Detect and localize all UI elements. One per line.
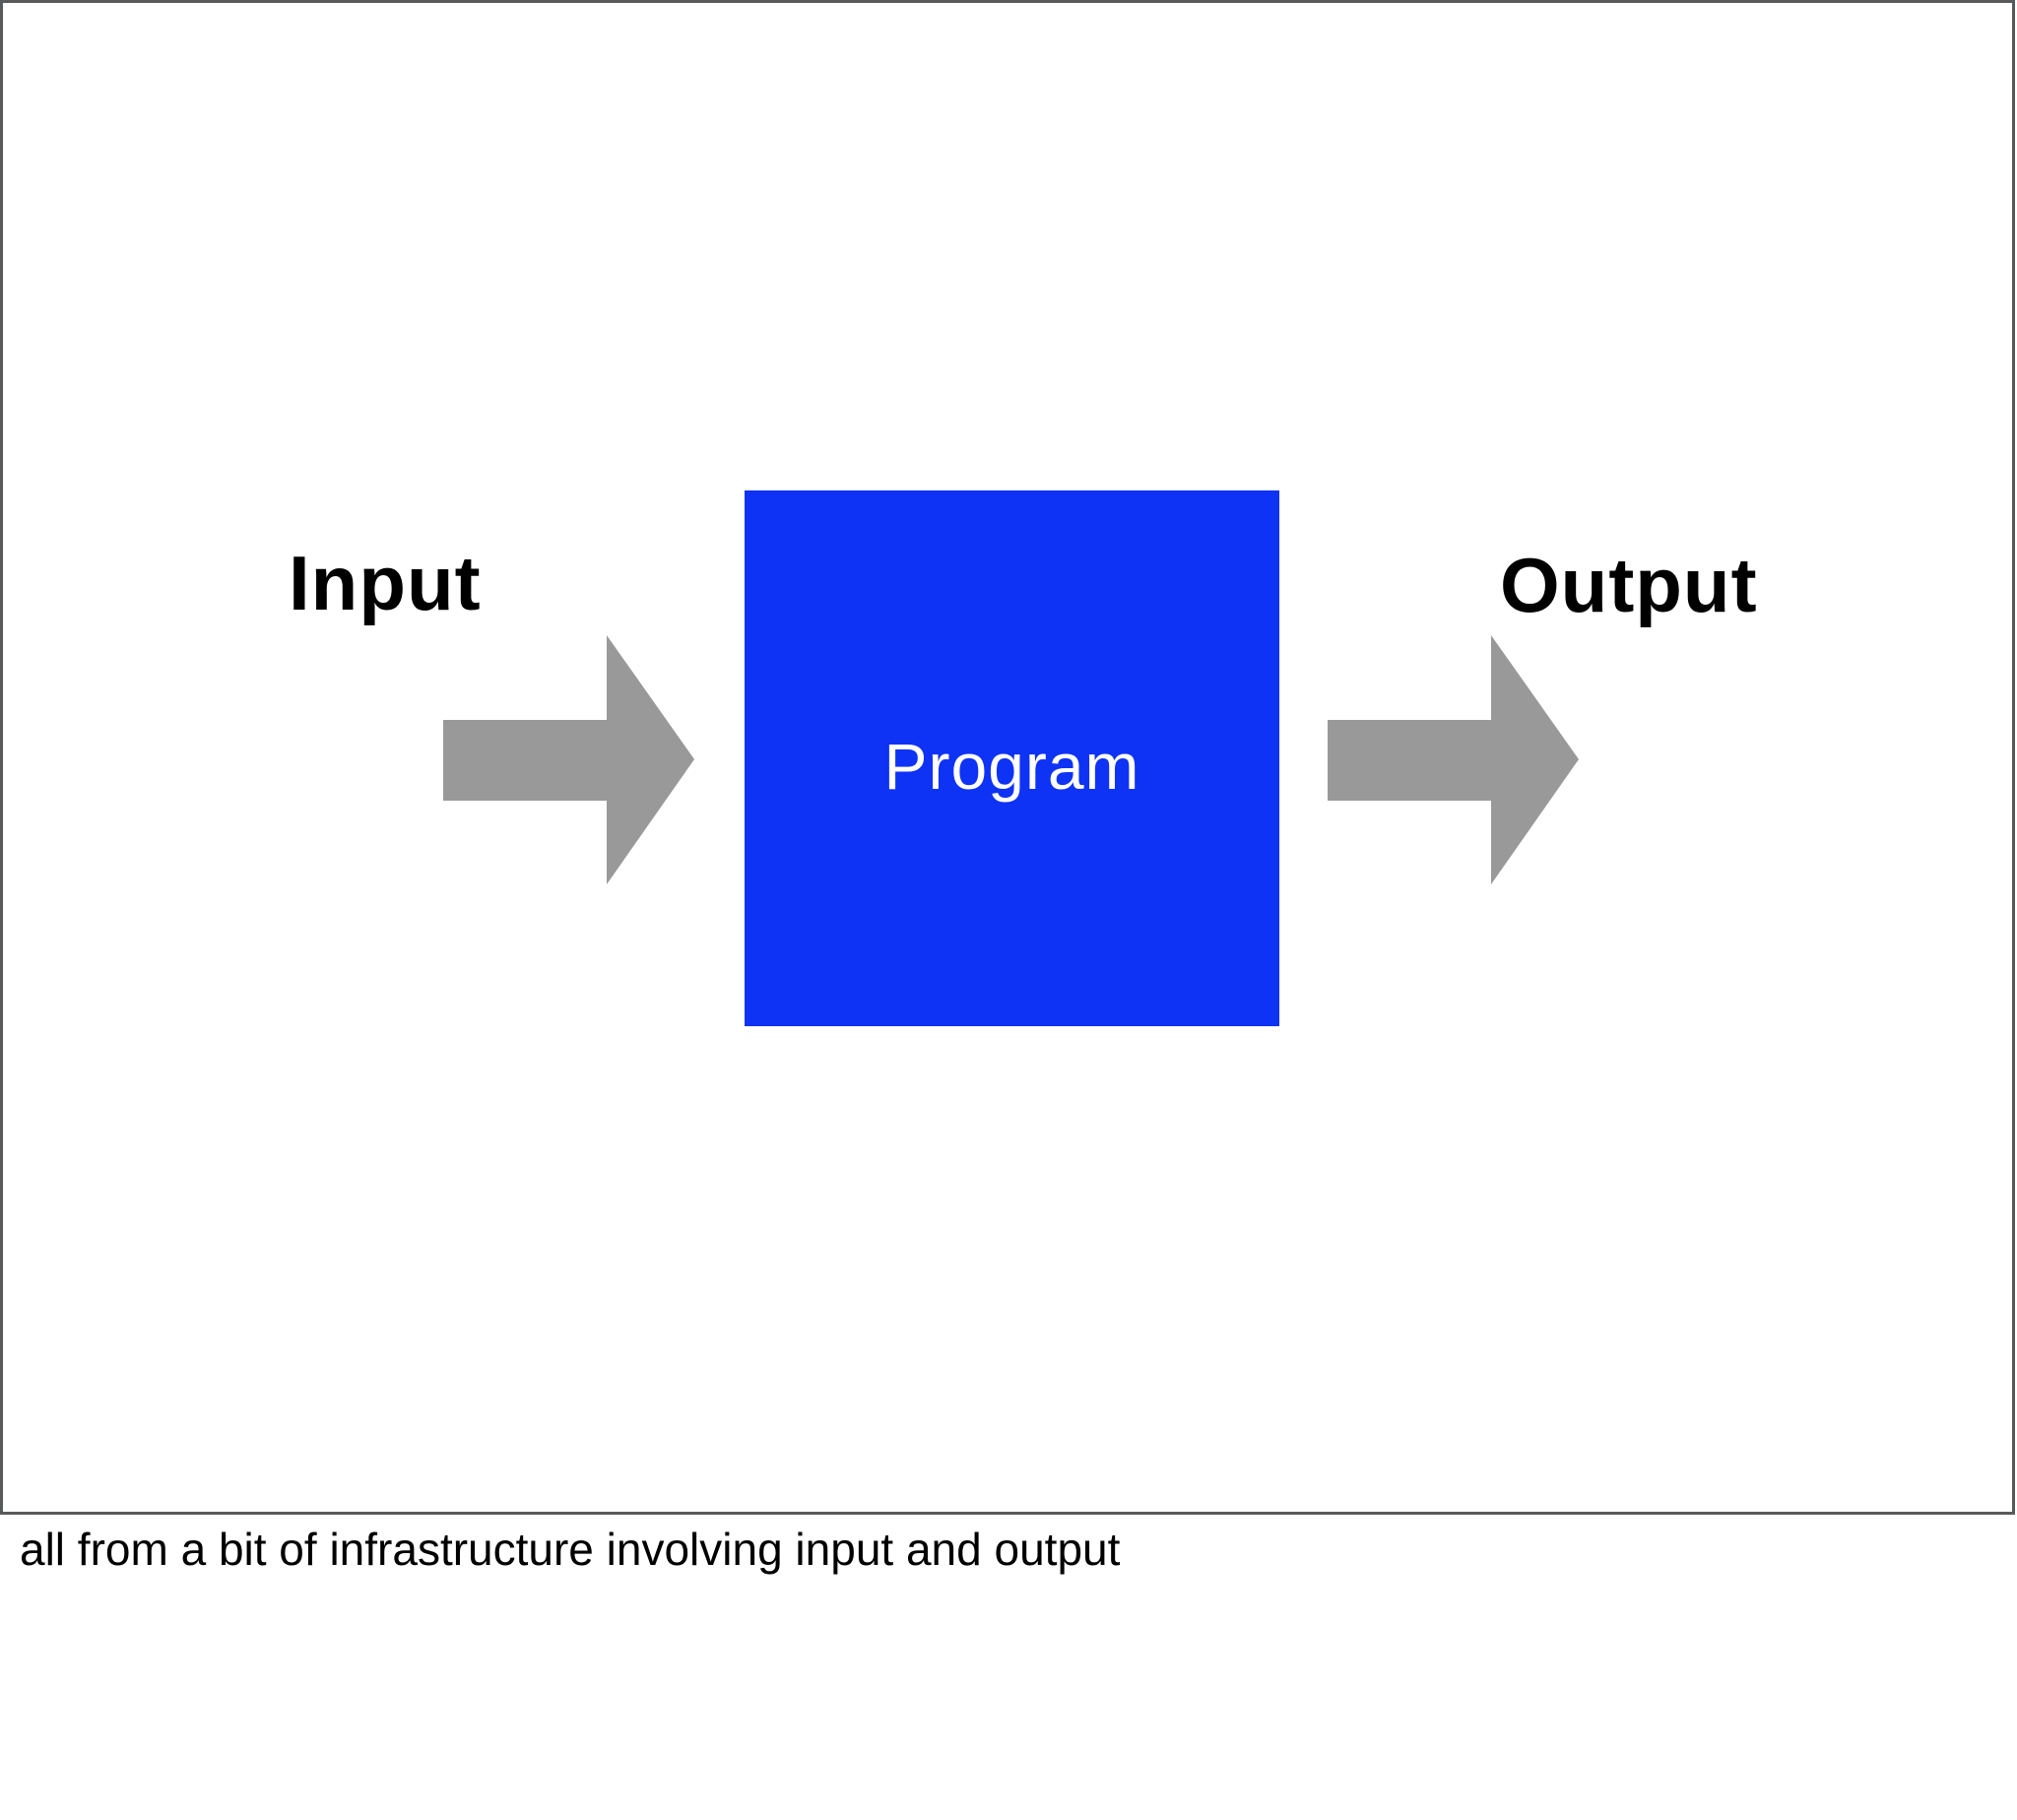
arrow-shape xyxy=(443,635,694,884)
input-arrow-icon xyxy=(443,635,694,884)
output-label: Output xyxy=(1500,542,1758,628)
program-box: Program xyxy=(745,490,1279,1026)
slide-caption: all from a bit of infrastructure involvi… xyxy=(20,1524,1121,1575)
slide-canvas: Input Program Output xyxy=(0,0,2015,1515)
arrow-shape xyxy=(1328,635,1579,884)
program-label: Program xyxy=(883,730,1140,803)
input-label: Input xyxy=(289,540,482,626)
output-arrow-icon xyxy=(1328,635,1579,884)
